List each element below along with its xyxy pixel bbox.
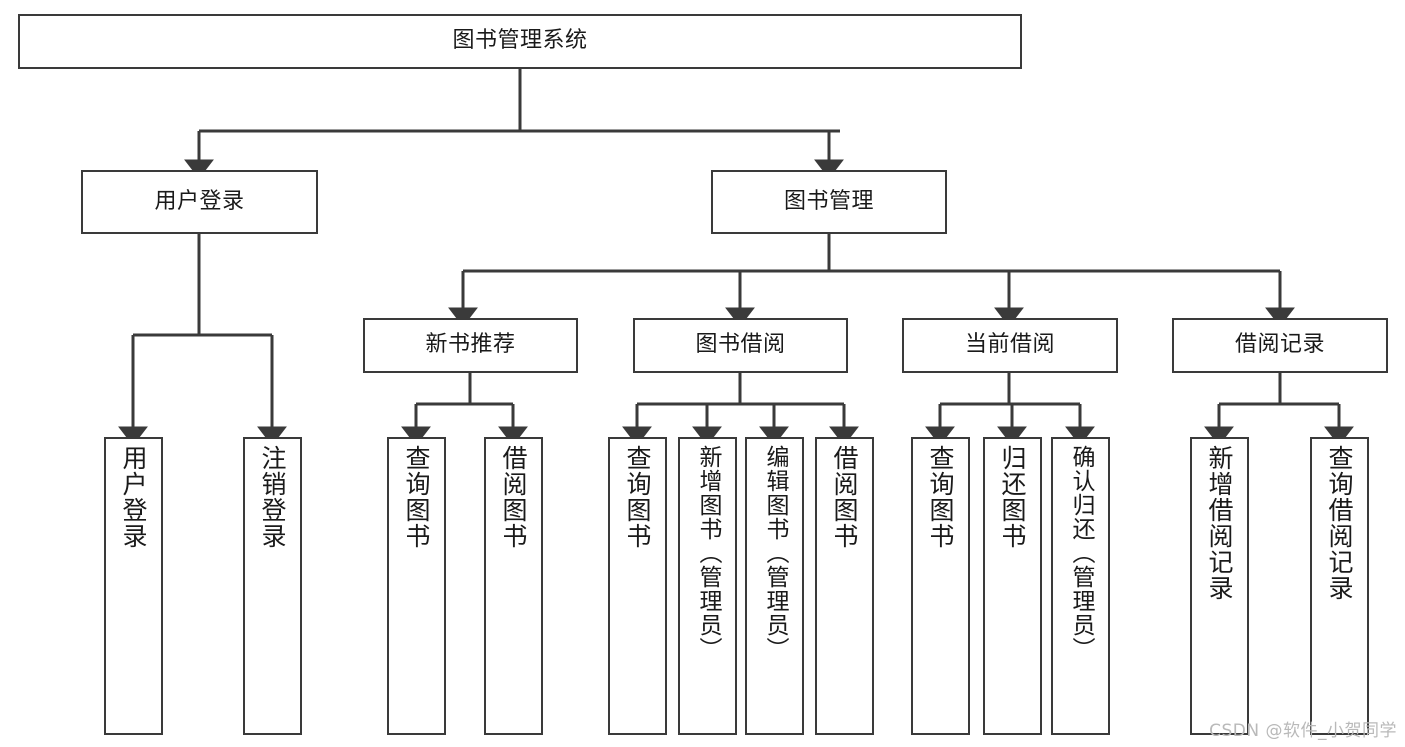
node-root[interactable]: 图书管理系统 [18,14,1022,69]
node-book-manage-label: 图书管理 [783,188,874,214]
node-leaf-add-borrow-record-label: 新增借阅记录 [1205,445,1234,601]
node-leaf-query-book-1[interactable]: 查询图书 [387,437,446,735]
node-leaf-add-book-admin[interactable]: 新增图书（管理员） [678,437,737,735]
node-leaf-return-book-label: 归还图书 [998,445,1027,549]
node-leaf-borrow-book-1[interactable]: 借阅图书 [484,437,543,735]
node-leaf-borrow-book-2[interactable]: 借阅图书 [815,437,874,735]
node-user-login-label: 用户登录 [154,188,245,214]
node-leaf-confirm-return-admin[interactable]: 确认归还（管理员） [1051,437,1110,735]
node-book-borrow[interactable]: 图书借阅 [633,318,848,373]
node-leaf-borrow-book-1-label: 借阅图书 [499,445,528,549]
node-current-borrow[interactable]: 当前借阅 [902,318,1118,373]
node-book-borrow-label: 图书借阅 [695,332,786,358]
node-leaf-edit-book-admin-label: 编辑图书（管理员） [762,445,788,661]
node-borrow-record[interactable]: 借阅记录 [1172,318,1388,373]
node-leaf-edit-book-admin[interactable]: 编辑图书（管理员） [745,437,804,735]
csdn-watermark: CSDN @软件_小贺同学 [1209,721,1397,741]
node-leaf-query-borrow-record-label: 查询借阅记录 [1325,445,1354,601]
node-user-login[interactable]: 用户登录 [81,170,318,234]
node-leaf-user-login[interactable]: 用户登录 [104,437,163,735]
node-leaf-return-book[interactable]: 归还图书 [983,437,1042,735]
node-leaf-query-borrow-record[interactable]: 查询借阅记录 [1310,437,1369,735]
node-leaf-query-book-3-label: 查询图书 [926,445,955,549]
node-leaf-user-login-label: 用户登录 [119,445,148,549]
node-new-book-recommend[interactable]: 新书推荐 [363,318,578,373]
node-leaf-query-book-2-label: 查询图书 [623,445,652,549]
node-new-book-recommend-label: 新书推荐 [425,332,516,358]
node-leaf-logout-label: 注销登录 [258,445,287,549]
node-leaf-borrow-book-2-label: 借阅图书 [830,445,859,549]
node-current-borrow-label: 当前借阅 [964,332,1055,358]
node-leaf-add-book-admin-label: 新增图书（管理员） [695,445,721,661]
node-leaf-add-borrow-record[interactable]: 新增借阅记录 [1190,437,1249,735]
node-borrow-record-label: 借阅记录 [1234,332,1325,358]
node-leaf-logout[interactable]: 注销登录 [243,437,302,735]
node-book-manage[interactable]: 图书管理 [711,170,947,234]
node-leaf-confirm-return-admin-label: 确认归还（管理员） [1068,445,1094,661]
node-leaf-query-book-3[interactable]: 查询图书 [911,437,970,735]
node-root-label: 图书管理系统 [452,28,588,54]
node-leaf-query-book-2[interactable]: 查询图书 [608,437,667,735]
node-leaf-query-book-1-label: 查询图书 [402,445,431,549]
